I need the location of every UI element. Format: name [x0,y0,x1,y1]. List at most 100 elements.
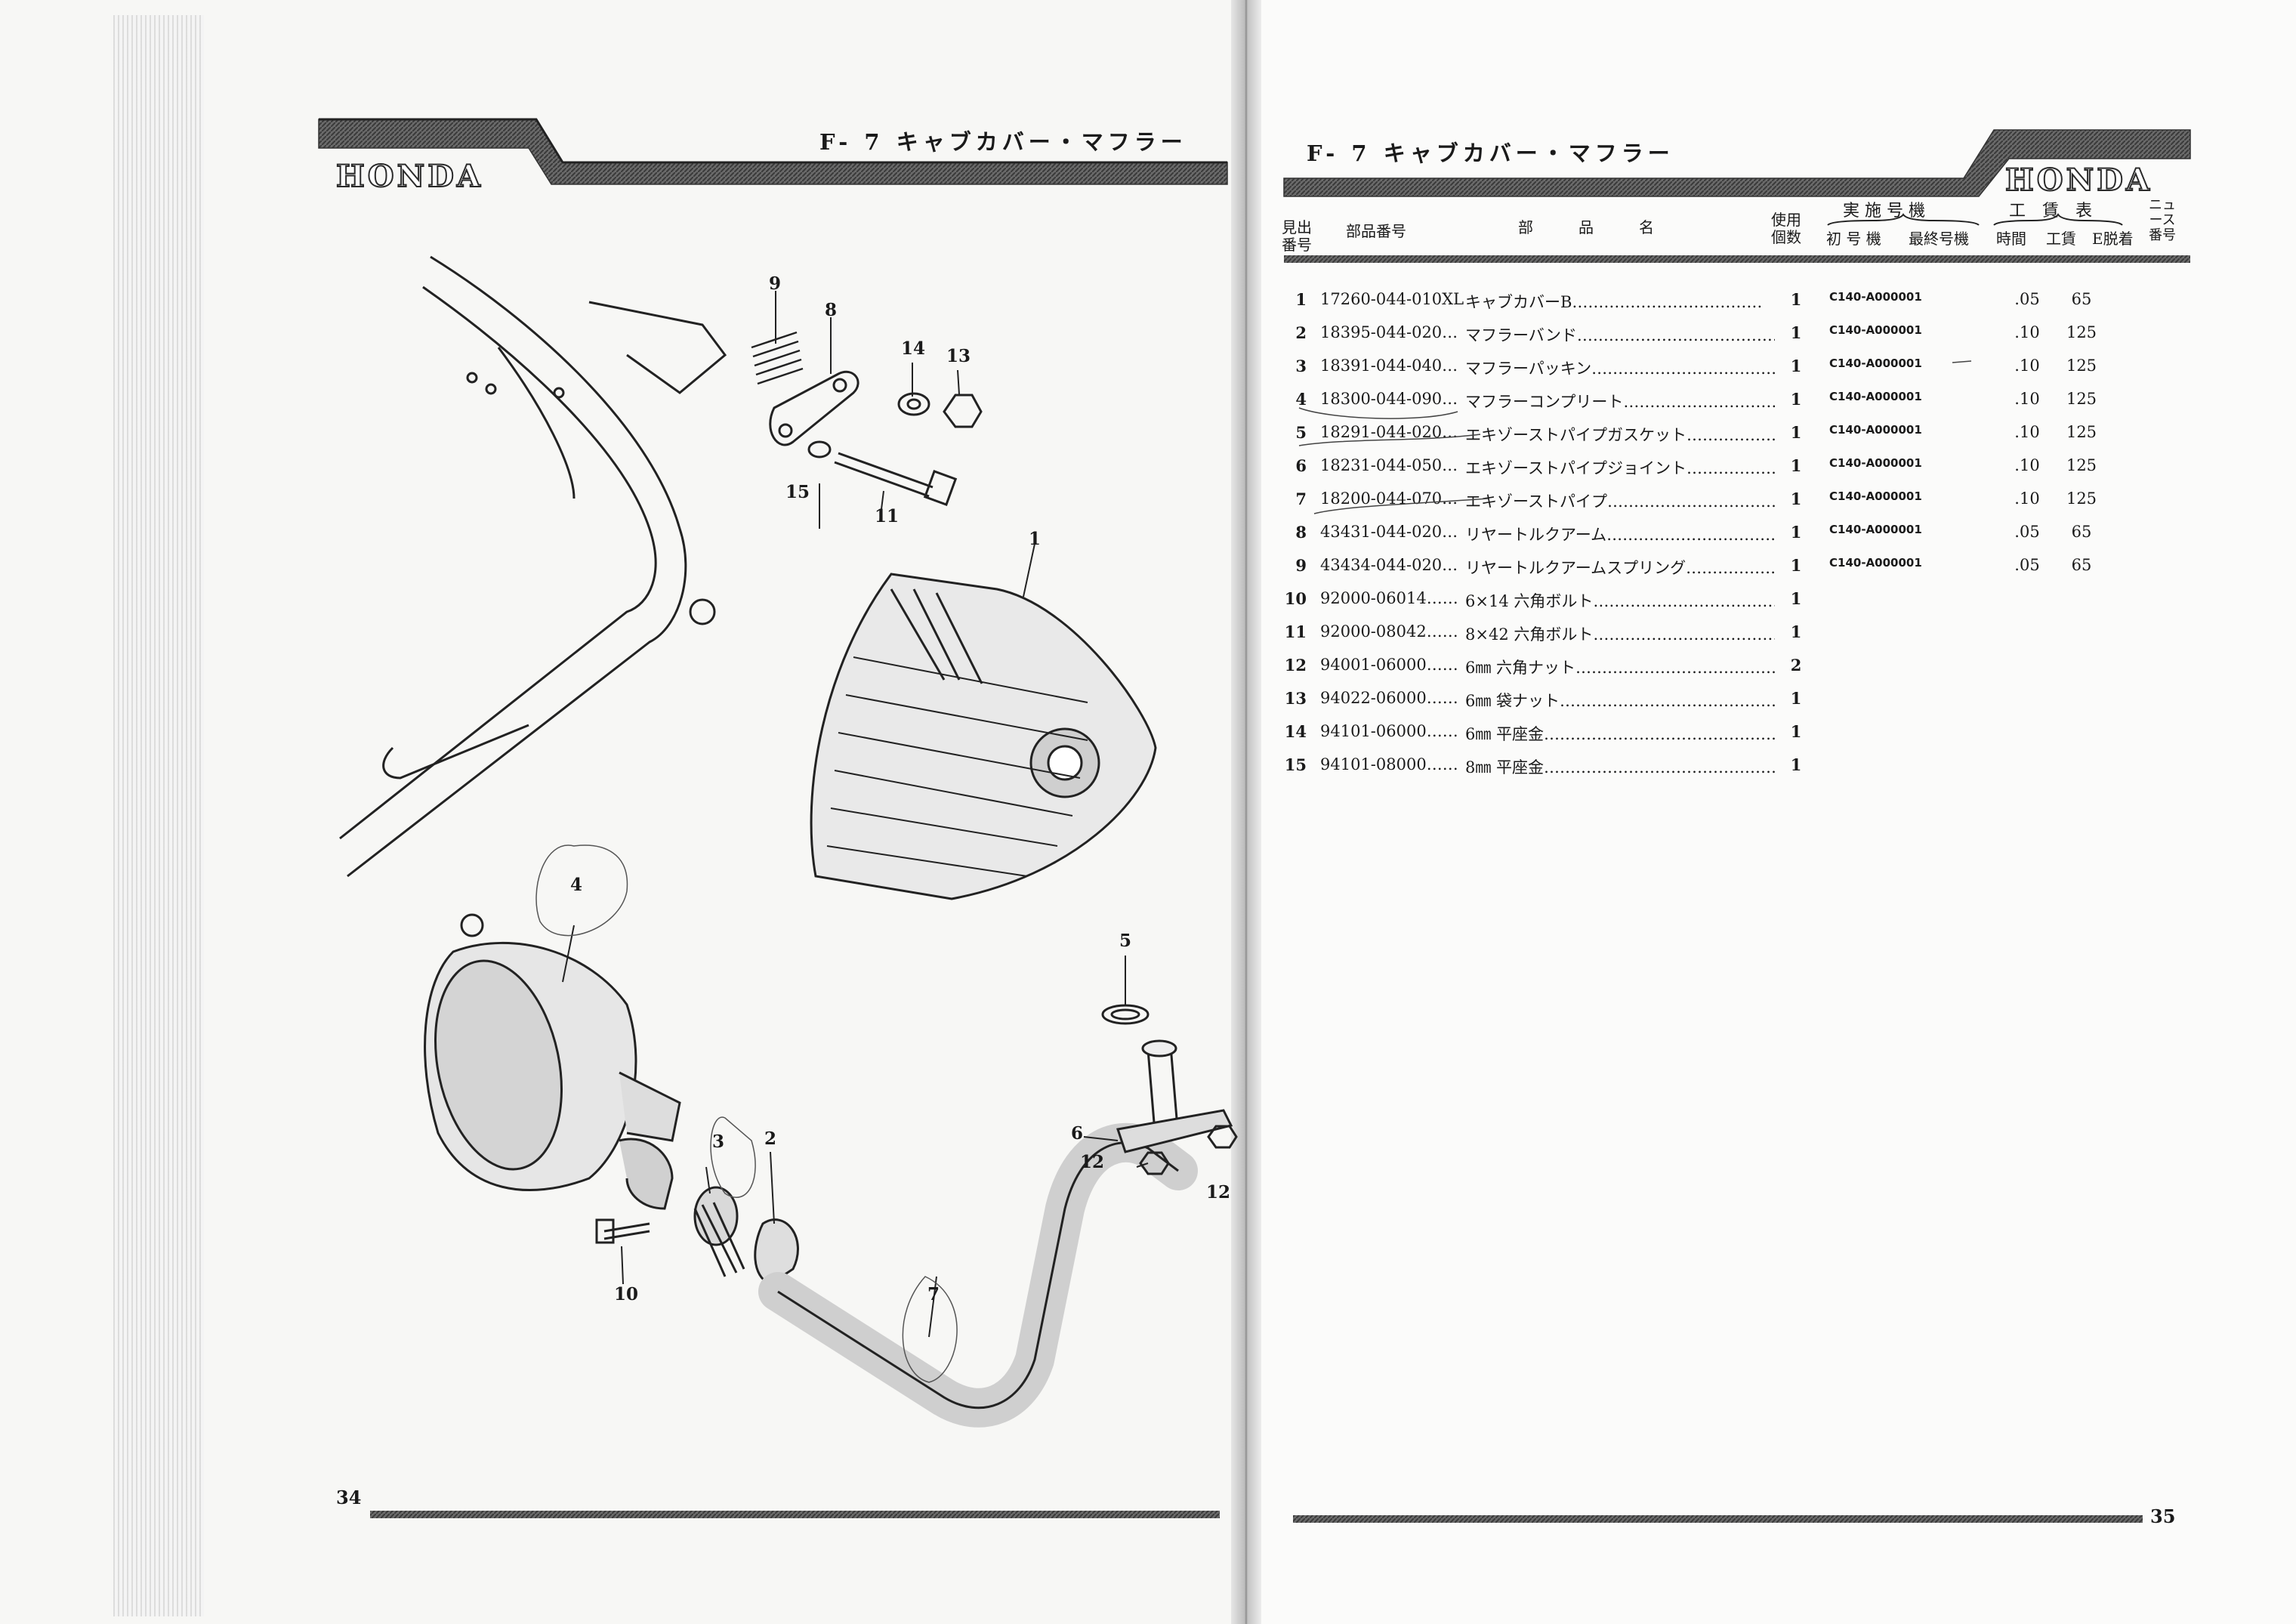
labor-time: .10 [2014,323,2040,341]
part-name: エキゾーストパイプ…………………………… [1465,492,1775,511]
callout-2: 2 [764,1128,777,1149]
labor-wage: 65 [2071,290,2092,308]
part-number: 18395-044-020… [1320,323,1458,341]
labor-wage: 125 [2066,390,2097,408]
header-part-name: 部 品 名 [1518,218,1654,236]
callout-12-right: 12 [1206,1182,1231,1203]
part-name: リヤートルクアーム…………………………… [1465,526,1775,544]
callout-1: 1 [1029,529,1042,549]
header-labor-group: 工 賃 表 [2009,202,2093,221]
carb-cover-part [810,573,1157,900]
labor-time: .10 [2014,357,2040,375]
header-first-serial: 初 号 機 [1826,230,1881,248]
callout-15: 15 [785,482,810,502]
part-name: マフラーバンド………………………………… [1465,326,1775,344]
callout-14: 14 [901,338,926,359]
ref-no: 14 [1284,722,1307,741]
part-number: 94101-06000…… [1320,722,1458,740]
spring-part [751,331,804,385]
callout-9: 9 [769,273,782,294]
header-ref-no: 見出 番号 [1282,218,1312,254]
quantity: 1 [1790,755,1802,774]
callout-8: 8 [825,300,838,320]
callout-3: 3 [712,1132,725,1152]
part-name: マフラーパッキン……………………………… [1465,360,1775,378]
book-gutter [1231,0,1261,1624]
part-name: 6㎜ 平座金……………………………………… [1465,725,1775,743]
part-number: 18391-044-040… [1320,357,1458,375]
part-number: 43434-044-020… [1320,556,1458,574]
quantity: 1 [1790,357,1802,375]
ref-no: 15 [1284,755,1307,774]
quantity: 1 [1790,456,1802,475]
callout-10: 10 [614,1284,639,1304]
callout-6: 6 [1071,1123,1084,1144]
labor-time: .10 [2014,489,2040,508]
ref-no: 13 [1284,689,1307,708]
ref-no: 4 [1295,390,1307,409]
part-name: リヤートルクアームスプリング……………… [1465,559,1775,577]
page-number-left: 34 [336,1487,362,1508]
ref-no: 7 [1295,489,1307,508]
header-news-no: ニュ ース 番号 [2149,197,2176,243]
first-serial: C140-A000001 [1829,390,1922,403]
frame-outline [347,255,687,878]
honda-logo-left: HONDA [335,158,483,195]
part-number: 43431-044-020… [1320,523,1458,541]
part-number: 94001-06000…… [1320,656,1458,674]
first-serial: C140-A000001 [1829,357,1922,370]
torque-arm-part [769,370,859,446]
part-number: 94101-08000…… [1320,755,1458,773]
first-serial: C140-A000001 [1829,556,1922,570]
ref-no: 10 [1284,589,1307,608]
ref-no: 9 [1295,556,1307,575]
ref-no: 2 [1295,323,1307,342]
labor-time: .10 [2014,423,2040,441]
first-serial: C140-A000001 [1829,290,1922,304]
part-number: 94022-06000…… [1320,689,1458,707]
quantity: 1 [1790,423,1802,442]
header-time: 時間 [1996,230,2026,248]
part-number: 18300-044-090… [1320,390,1458,408]
labor-time: .05 [2014,290,2040,308]
exploded-parts-diagram [339,255,1238,1428]
callout-11: 11 [875,506,900,526]
first-serial: C140-A000001 [1829,423,1922,437]
callout-4: 4 [570,875,583,895]
part-name: 6㎜ 六角ナット………………………………… [1465,659,1775,677]
part-name: 6×14 六角ボルト……………………………… [1465,592,1775,610]
first-serial: C140-A000001 [1829,489,1922,503]
quantity: 1 [1790,523,1802,542]
ref-no: 6 [1295,456,1307,475]
quantity: 1 [1790,489,1802,508]
quantity: 2 [1790,656,1802,675]
quantity: 1 [1790,689,1802,708]
honda-logo-right: HONDA [2004,162,2152,199]
part-name: エキゾーストパイプガスケット……………… [1465,426,1775,444]
ref-no: 3 [1295,357,1307,375]
first-serial: C140-A000001 [1829,456,1922,470]
labor-time: .05 [2014,556,2040,574]
part-name: 8㎜ 平座金……………………………………… [1465,758,1775,776]
labor-wage: 125 [2066,423,2097,441]
callout-5: 5 [1119,931,1132,951]
labor-time: .10 [2014,390,2040,408]
header-wage: 工賃 [2046,230,2076,248]
labor-wage: 65 [2071,556,2092,574]
labor-time: .05 [2014,523,2040,541]
quantity: 1 [1790,323,1802,342]
part-name: 8×42 六角ボルト……………………………… [1465,625,1775,644]
quantity: 1 [1790,722,1802,741]
quantity: 1 [1790,556,1802,575]
part-number: 92000-06014…… [1320,589,1458,607]
part-name: エキゾーストパイプジョイント……………… [1465,459,1775,477]
page-number-right: 35 [2150,1505,2176,1527]
labor-wage: 125 [2066,357,2097,375]
quantity: 1 [1790,589,1802,608]
header-qty: 使用 個数 [1771,211,1801,246]
part-number: 92000-08042…… [1320,622,1458,641]
quantity: 1 [1790,290,1802,309]
part-name: マフラーコンプリート………………………… [1465,393,1775,411]
